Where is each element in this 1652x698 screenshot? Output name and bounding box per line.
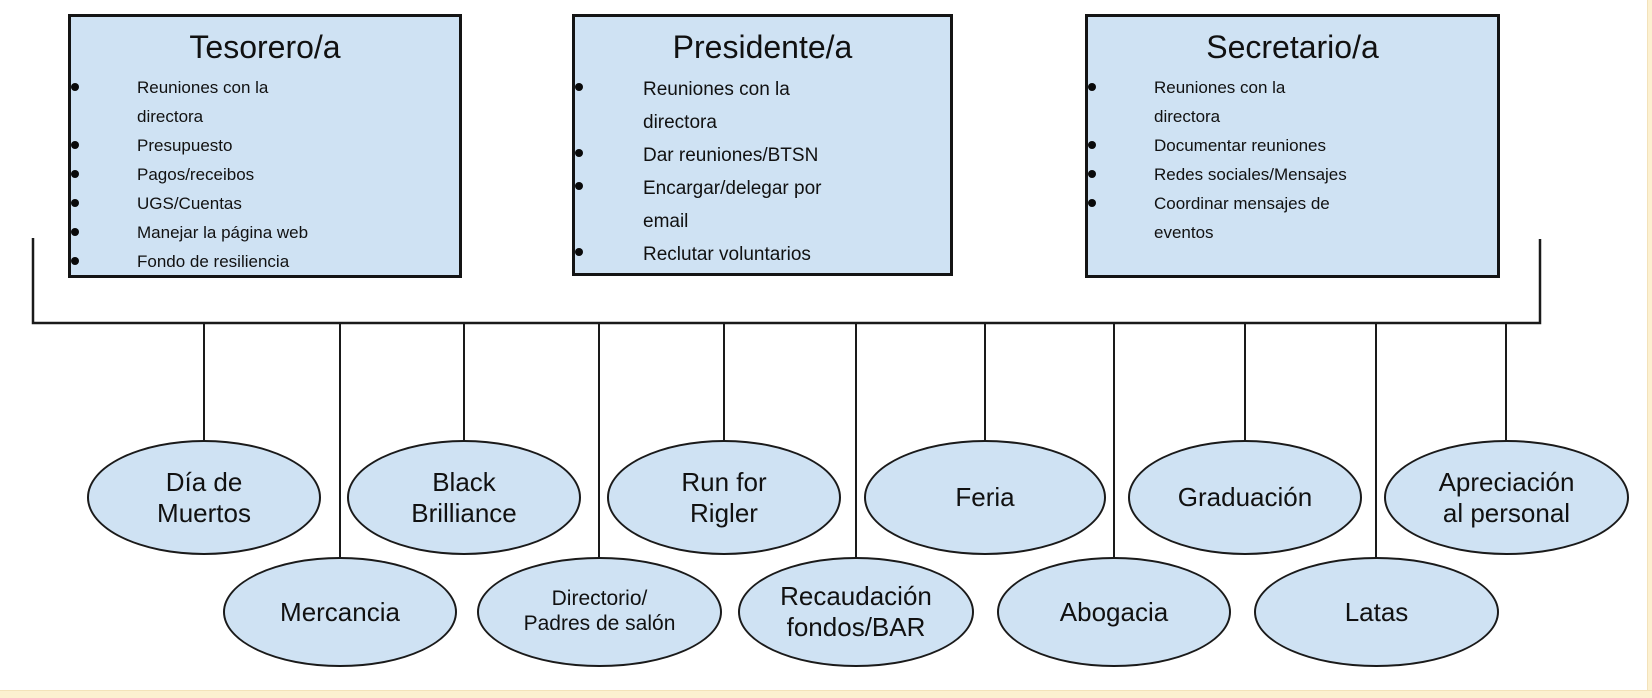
duty-item: Redes sociales/Mensajes [1088, 160, 1497, 189]
duty-list: Reuniones con la directora Presupuesto P… [71, 73, 459, 275]
event-ellipse-directorio-padres-de-salon[interactable]: Directorio/ Padres de salón [477, 557, 722, 667]
duty-item: Documentar reuniones [1088, 131, 1497, 160]
event-label: Recaudación fondos/BAR [780, 581, 932, 642]
duty-item: Reuniones con la directora [1088, 73, 1497, 131]
event-ellipse-mercancia[interactable]: Mercancia [223, 557, 457, 667]
role-title: Secretario/a [1206, 29, 1379, 65]
role-box-presidente[interactable]: Presidente/a Reuniones con la directora … [572, 14, 953, 276]
duty-item: Reuniones con la directora [575, 73, 950, 139]
event-ellipse-feria[interactable]: Feria [864, 440, 1106, 555]
event-ellipse-graduacion[interactable]: Graduación [1128, 440, 1362, 555]
role-title: Presidente/a [672, 29, 853, 65]
event-label: Run for Rigler [681, 466, 767, 528]
event-label: Abogacia [1059, 596, 1169, 627]
org-bracket-line [31, 238, 1542, 325]
event-label: Feria [955, 482, 1015, 513]
event-ellipse-black-brilliance[interactable]: Black Brilliance [347, 440, 581, 555]
event-ellipse-latas[interactable]: Latas [1254, 557, 1499, 667]
event-label: Apreciación al personal [1438, 466, 1575, 528]
canvas-edge-bottom [0, 690, 1652, 698]
event-ellipse-apreciacion-al-personal[interactable]: Apreciación al personal [1384, 440, 1629, 555]
event-ellipse-dia-de-muertos[interactable]: Día de Muertos [87, 440, 321, 555]
event-label: Mercancia [280, 596, 400, 627]
event-label: Graduación [1177, 482, 1313, 513]
role-box-tesorero[interactable]: Tesorero/a Reuniones con la directora Pr… [68, 14, 462, 278]
duty-item: Fondo de resiliencia [71, 247, 459, 275]
duty-list: Reuniones con la directora Documentar re… [1088, 73, 1497, 247]
duty-item: Coordinar mensajes de eventos [1088, 189, 1497, 247]
event-label: Día de Muertos [157, 466, 251, 528]
duty-list: Reuniones con la directora Dar reuniones… [575, 73, 950, 271]
event-ellipse-run-for-rigler[interactable]: Run for Rigler [607, 440, 841, 555]
event-label: Latas [1344, 596, 1409, 627]
duty-item: UGS/Cuentas [71, 189, 459, 218]
event-ellipse-abogacia[interactable]: Abogacia [997, 557, 1231, 667]
duty-item: Dar reuniones/BTSN [575, 139, 950, 172]
role-title: Tesorero/a [189, 29, 341, 65]
duty-item: Encargar/delegar por email [575, 172, 950, 238]
duty-item: Reuniones con la directora [71, 73, 459, 131]
duty-item: Presupuesto [71, 131, 459, 160]
event-label: Directorio/ Padres de salón [523, 587, 676, 635]
event-ellipse-recaudacion-fondos-bar[interactable]: Recaudación fondos/BAR [738, 557, 974, 667]
duty-item: Reclutar voluntarios [575, 238, 950, 271]
duty-item: Manejar la página web [71, 218, 459, 247]
role-box-secretario[interactable]: Secretario/a Reuniones con la directora … [1085, 14, 1500, 278]
event-label: Black Brilliance [411, 466, 517, 528]
duty-item: Pagos/receibos [71, 160, 459, 189]
canvas-edge-right [1647, 0, 1652, 698]
